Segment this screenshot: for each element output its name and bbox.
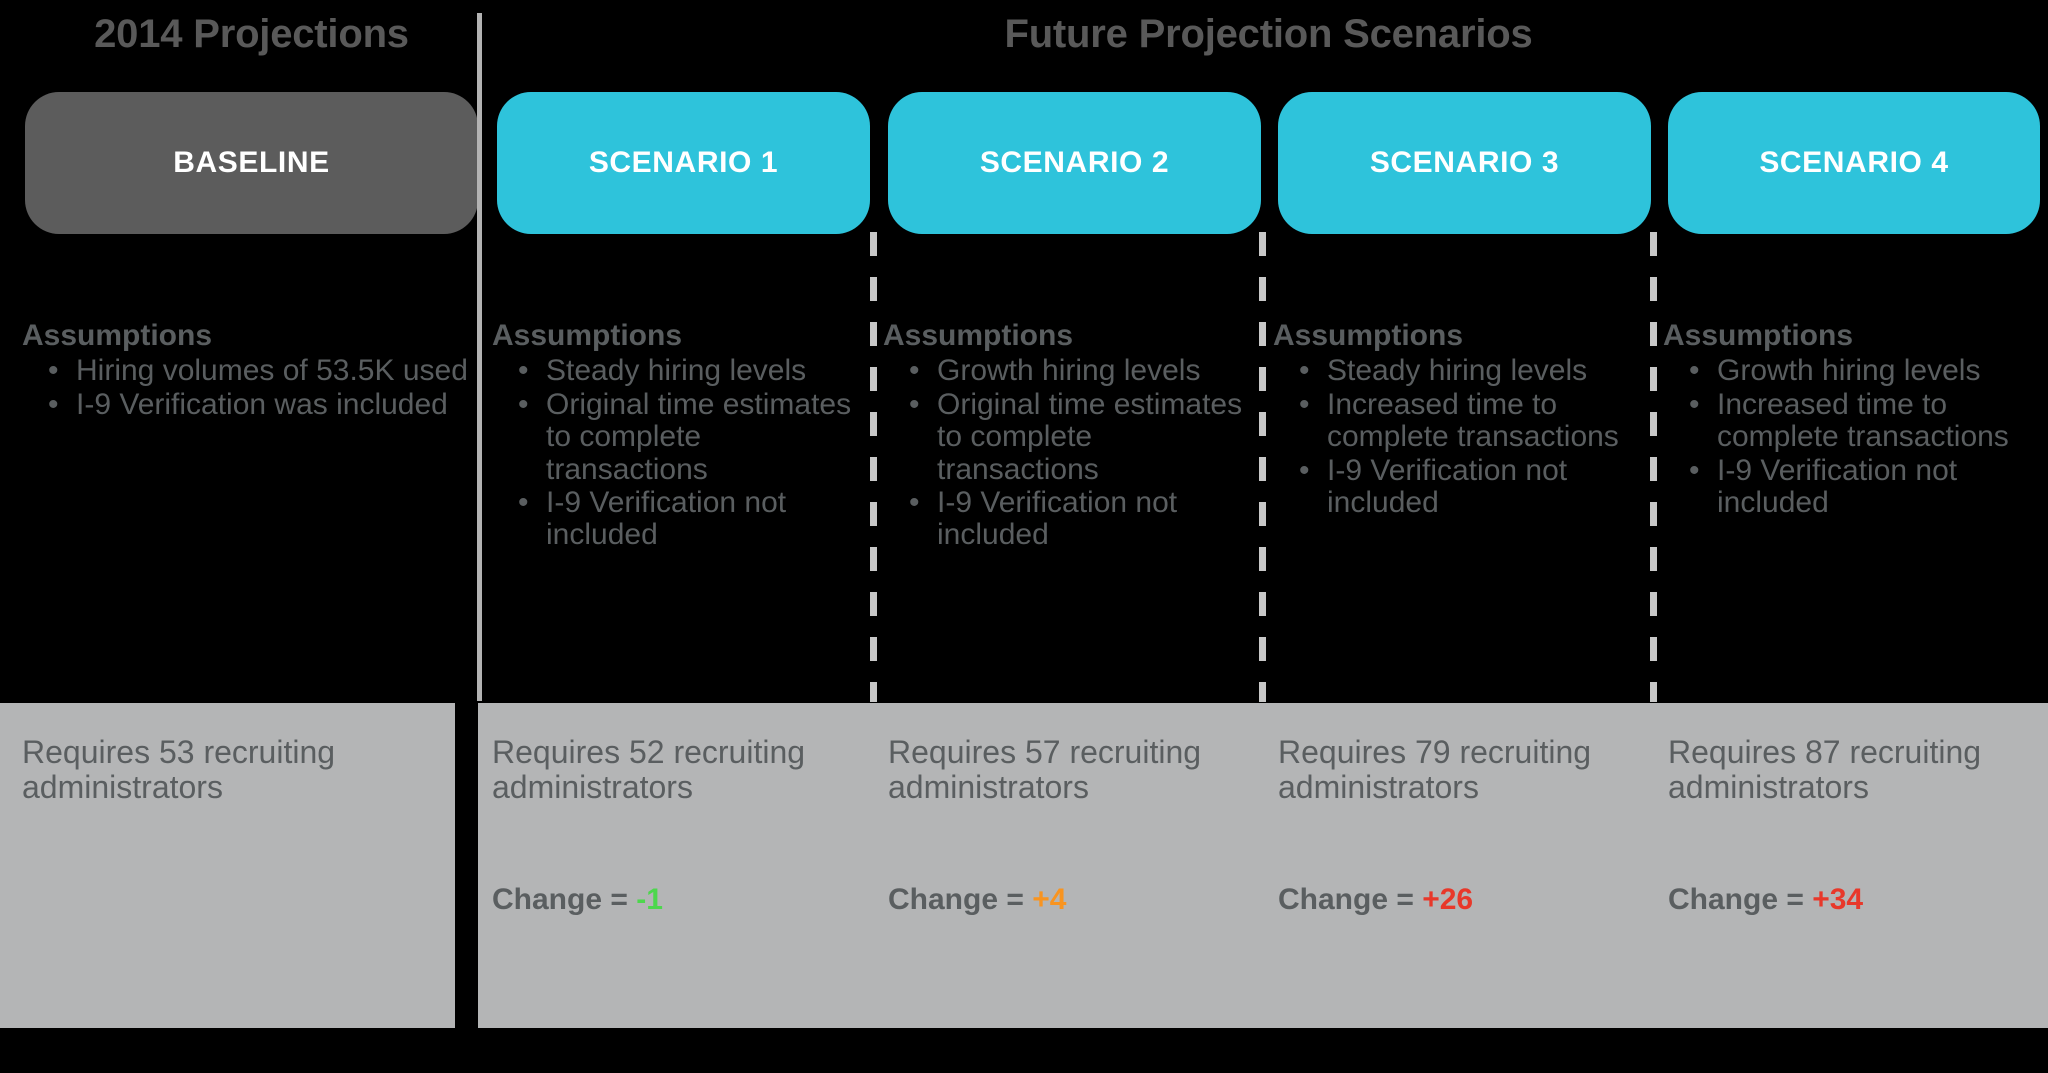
list-item: • I-9 Verification not included [1273,453,1645,520]
list-item: • I-9 Verification not included [1663,453,2038,520]
bullet-icon: • [1689,387,1700,421]
change-value: -1 [636,883,663,916]
assumption-text: I-9 Verification not included [1327,453,1568,519]
card-baseline[interactable]: BASELINE [25,92,478,234]
card-scenario-4[interactable]: SCENARIO 4 [1668,92,2040,234]
requires-text: Requires 53 recruiting administrators [22,734,336,805]
assumptions-baseline: Assumptions • Hiring volumes of 53.5K us… [22,318,472,422]
assumption-text: I-9 Verification not included [546,485,787,552]
change-label: Change = [1278,883,1423,916]
assumptions-heading: Assumptions [22,319,213,352]
list-item: • I-9 Verification not included [492,485,864,552]
change-label: Change = [888,883,1033,916]
results-band [0,703,2048,1028]
assumption-text: Steady hiring levels [1327,354,1588,388]
requires-text: Requires 79 recruiting administrators [1278,734,1592,805]
requires-text: Requires 87 recruiting administrators [1668,734,1982,805]
assumptions-list: • Steady hiring levels • Increased time … [1273,354,1645,520]
change-label: Change = [492,883,637,916]
card-scenario-3-label: SCENARIO 3 [1369,146,1560,179]
assumption-text: Original time estimates to complete tran… [937,387,1243,486]
assumptions-list: • Hiring volumes of 53.5K used • I-9 Ver… [22,354,472,421]
assumptions-scenario-4: Assumptions • Growth hiring levels • Inc… [1663,318,2038,520]
bullet-icon: • [48,387,59,421]
list-item: • Growth hiring levels [883,354,1255,388]
list-item: • Steady hiring levels [1273,354,1645,388]
card-scenario-1-label: SCENARIO 1 [588,146,779,179]
assumption-text: Growth hiring levels [937,354,1201,388]
assumptions-scenario-1: Assumptions • Steady hiring levels • Ori… [492,318,864,553]
change-value: +26 [1422,883,1474,916]
assumptions-list: • Steady hiring levels • Original time e… [492,354,864,552]
results-band-divider [455,703,478,1028]
future-scenarios-section-title: Future Projection Scenarios [1004,12,1533,56]
card-scenario-2-label: SCENARIO 2 [979,146,1170,179]
assumption-text: Hiring volumes of 53.5K used [76,354,468,388]
bullet-icon: • [518,354,529,388]
list-item: • Growth hiring levels [1663,354,2038,388]
assumption-text: Steady hiring levels [546,354,807,388]
assumption-text: Growth hiring levels [1717,354,1981,388]
baseline-section-title: 2014 Projections [94,12,409,56]
list-item: • I-9 Verification not included [883,485,1255,552]
list-item: • Increased time to complete transaction… [1273,387,1645,454]
list-item: • Original time estimates to complete tr… [492,387,864,486]
requires-text: Requires 57 recruiting administrators [888,734,1202,805]
assumptions-heading: Assumptions [883,319,1074,352]
assumptions-list: • Growth hiring levels • Increased time … [1663,354,2038,520]
divider-scenario-3-4 [1650,232,1657,702]
card-scenario-3[interactable]: SCENARIO 3 [1278,92,1651,234]
bullet-icon: • [518,387,529,421]
list-item: • I-9 Verification was included [22,387,472,421]
divider-baseline-future [477,13,482,701]
assumption-text: Increased time to complete transactions [1327,387,1619,454]
change-value: +34 [1812,883,1864,916]
list-item: • Original time estimates to complete tr… [883,387,1255,486]
assumptions-list: • Growth hiring levels • Original time e… [883,354,1255,552]
change-row: Change = +34 [1668,883,1863,917]
change-label: Change = [1668,883,1813,916]
card-baseline-label: BASELINE [173,146,330,179]
assumption-text: I-9 Verification not included [1717,453,1958,519]
assumptions-scenario-3: Assumptions • Steady hiring levels • Inc… [1273,318,1645,520]
bullet-icon: • [909,387,920,421]
result-scenario-4: Requires 87 recruiting administrators Ch… [1668,734,2040,916]
list-item: • Steady hiring levels [492,354,864,388]
assumptions-heading: Assumptions [492,319,683,352]
result-scenario-2: Requires 57 recruiting administrators Ch… [888,734,1260,916]
card-scenario-2[interactable]: SCENARIO 2 [888,92,1261,234]
assumption-text: I-9 Verification not included [937,485,1178,552]
divider-scenario-2-3 [1259,232,1266,702]
list-item: • Hiring volumes of 53.5K used [22,354,472,388]
bullet-icon: • [48,354,59,388]
assumption-text: Original time estimates to complete tran… [546,387,852,486]
divider-scenario-1-2 [870,232,877,702]
change-row: Change = +26 [1278,883,1473,917]
card-scenario-1[interactable]: SCENARIO 1 [497,92,870,234]
change-value: +4 [1032,883,1067,916]
list-item: • Increased time to complete transaction… [1663,387,2038,454]
bullet-icon: • [1299,354,1310,388]
assumption-text: I-9 Verification was included [76,387,448,421]
bullet-icon: • [1299,387,1310,421]
assumption-text: Increased time to complete transactions [1717,387,2009,454]
bullet-icon: • [518,485,529,519]
result-scenario-3: Requires 79 recruiting administrators Ch… [1278,734,1650,916]
assumptions-scenario-2: Assumptions • Growth hiring levels • Ori… [883,318,1255,553]
card-scenario-4-label: SCENARIO 4 [1759,146,1949,179]
assumptions-heading: Assumptions [1273,319,1464,352]
bullet-icon: • [909,485,920,519]
change-row: Change = -1 [492,883,663,917]
result-baseline: Requires 53 recruiting administrators [22,735,442,804]
bullet-icon: • [909,354,920,388]
assumptions-heading: Assumptions [1663,319,1854,352]
result-scenario-1: Requires 52 recruiting administrators Ch… [492,734,864,916]
bullet-icon: • [1689,453,1700,487]
bullet-icon: • [1689,354,1700,388]
change-row: Change = +4 [888,883,1066,917]
requires-text: Requires 52 recruiting administrators [492,734,806,805]
bullet-icon: • [1299,453,1310,487]
